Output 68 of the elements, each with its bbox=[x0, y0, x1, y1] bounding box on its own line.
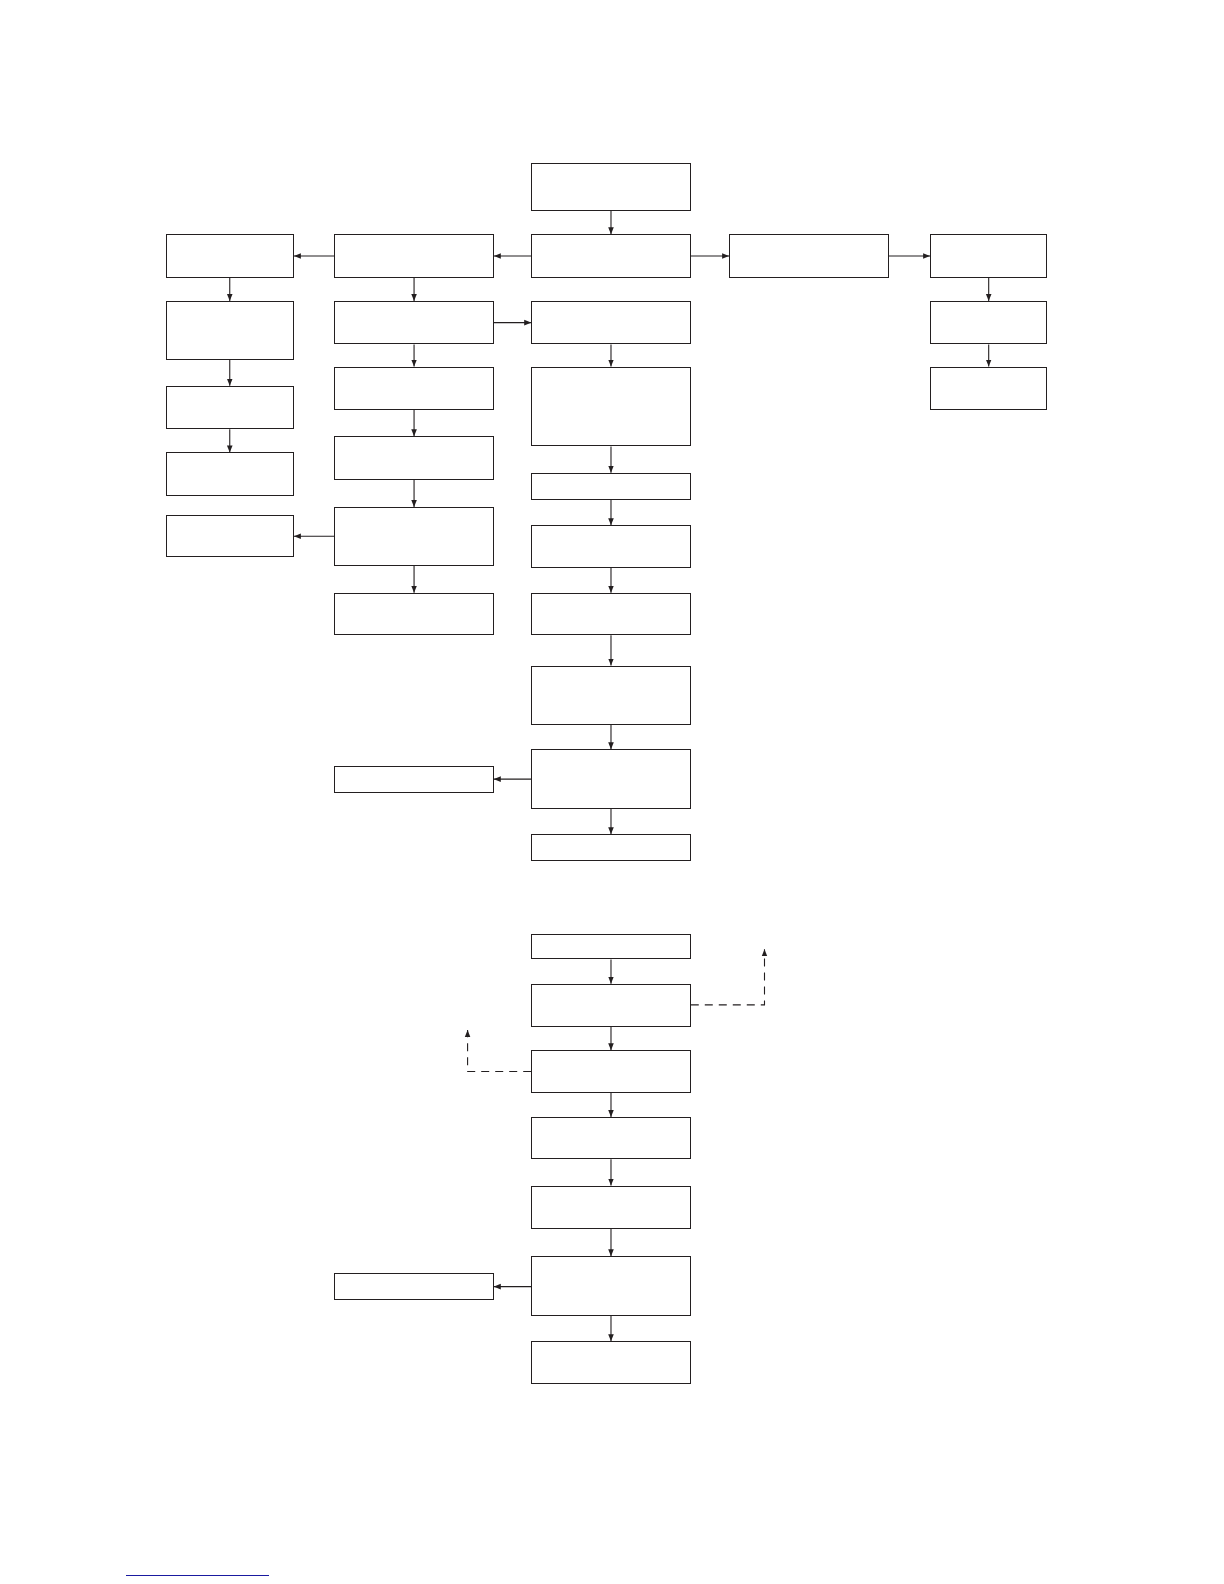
process-box bbox=[531, 749, 691, 809]
arrow bbox=[493, 1283, 532, 1290]
arrow bbox=[608, 1026, 614, 1051]
arrow bbox=[608, 210, 614, 235]
process-box bbox=[531, 1116, 691, 1160]
arrow bbox=[608, 445, 614, 474]
arrow bbox=[608, 958, 614, 985]
process-box bbox=[334, 366, 494, 410]
process-box bbox=[531, 300, 691, 345]
process-box bbox=[531, 834, 691, 862]
arrow bbox=[608, 499, 614, 526]
process-box bbox=[165, 385, 294, 430]
arrow bbox=[411, 565, 417, 594]
process-box bbox=[930, 366, 1048, 410]
arrow bbox=[293, 533, 335, 540]
arrow bbox=[493, 319, 532, 326]
process-box bbox=[334, 765, 494, 793]
arrow bbox=[608, 1315, 614, 1342]
arrow bbox=[608, 343, 614, 368]
arrow bbox=[608, 634, 614, 667]
process-box bbox=[334, 234, 494, 278]
process-box bbox=[165, 300, 294, 360]
process-box bbox=[930, 300, 1048, 345]
process-box bbox=[165, 515, 294, 558]
arrow bbox=[293, 253, 335, 259]
process-box bbox=[334, 592, 494, 636]
process-box bbox=[531, 983, 691, 1028]
process-box bbox=[531, 592, 691, 636]
arrow bbox=[226, 277, 233, 302]
arrow bbox=[608, 1158, 614, 1187]
process-box bbox=[334, 436, 494, 480]
process-box bbox=[531, 525, 691, 568]
arrow bbox=[226, 428, 233, 453]
process-box bbox=[531, 1050, 691, 1093]
process-box bbox=[334, 1273, 494, 1300]
process-box bbox=[729, 234, 889, 278]
process-box bbox=[531, 366, 691, 447]
arrow bbox=[985, 343, 992, 368]
process-box bbox=[531, 1256, 691, 1316]
arrow bbox=[608, 808, 614, 835]
process-box bbox=[531, 1341, 691, 1384]
process-box bbox=[334, 506, 494, 566]
arrow bbox=[888, 253, 931, 259]
arrow bbox=[411, 343, 417, 368]
arrow bbox=[985, 277, 992, 302]
arrow bbox=[226, 358, 233, 387]
arrow bbox=[690, 253, 730, 259]
arrow bbox=[690, 948, 768, 1006]
process-box bbox=[531, 665, 691, 726]
process-box bbox=[531, 234, 691, 278]
arrow bbox=[493, 253, 532, 259]
arrow bbox=[493, 776, 532, 782]
arrow bbox=[411, 409, 417, 437]
arrow bbox=[608, 1092, 614, 1118]
process-box bbox=[531, 1185, 691, 1230]
arrow bbox=[608, 724, 614, 750]
process-box bbox=[165, 452, 294, 496]
process-box bbox=[531, 472, 691, 500]
process-box bbox=[334, 300, 494, 345]
arrow bbox=[464, 1029, 532, 1073]
arrow bbox=[411, 277, 417, 302]
arrow bbox=[411, 479, 417, 508]
process-box bbox=[531, 934, 691, 960]
arrow bbox=[608, 1228, 614, 1257]
process-box bbox=[531, 162, 691, 212]
arrow bbox=[608, 567, 614, 594]
process-box bbox=[930, 234, 1048, 278]
process-box bbox=[165, 234, 294, 278]
